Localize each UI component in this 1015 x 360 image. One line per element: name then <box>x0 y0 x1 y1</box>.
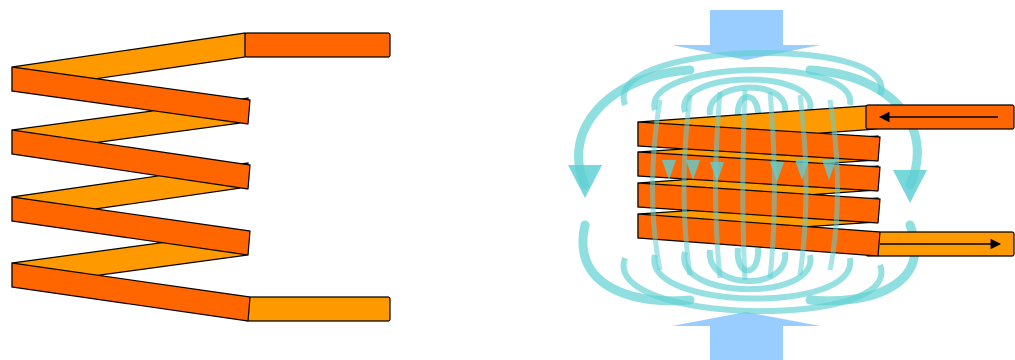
compressed-front-strip <box>637 182 881 224</box>
field-loop-arrowheads <box>568 165 927 203</box>
field-lines-front <box>650 89 840 281</box>
coil-front-strips <box>11 66 251 322</box>
coil-front-strip <box>11 196 251 256</box>
field-arrowhead <box>795 160 809 180</box>
field-arrowhead <box>686 160 700 180</box>
field-arrow-bottom <box>672 312 820 360</box>
field-arrowhead <box>770 162 784 182</box>
compressed-coil-with-field <box>568 10 1015 360</box>
coil-front-strip <box>11 66 251 125</box>
coil-front-strip <box>11 262 251 322</box>
coil-front-strip <box>11 129 251 190</box>
field-arrowhead <box>662 160 676 180</box>
compressed-front-strip <box>637 121 881 162</box>
field-arrowhead <box>893 170 927 203</box>
field-arrow-top <box>672 10 820 60</box>
coil-top-lead <box>244 32 391 58</box>
field-arrowhead <box>568 165 602 198</box>
field-arrowhead <box>822 160 836 180</box>
stretched-coil <box>11 32 391 322</box>
field-line-arrowheads <box>662 160 836 182</box>
coil-bottom-lead <box>244 296 391 322</box>
field-arrowhead <box>710 162 724 182</box>
compressed-front-strip <box>637 213 881 257</box>
